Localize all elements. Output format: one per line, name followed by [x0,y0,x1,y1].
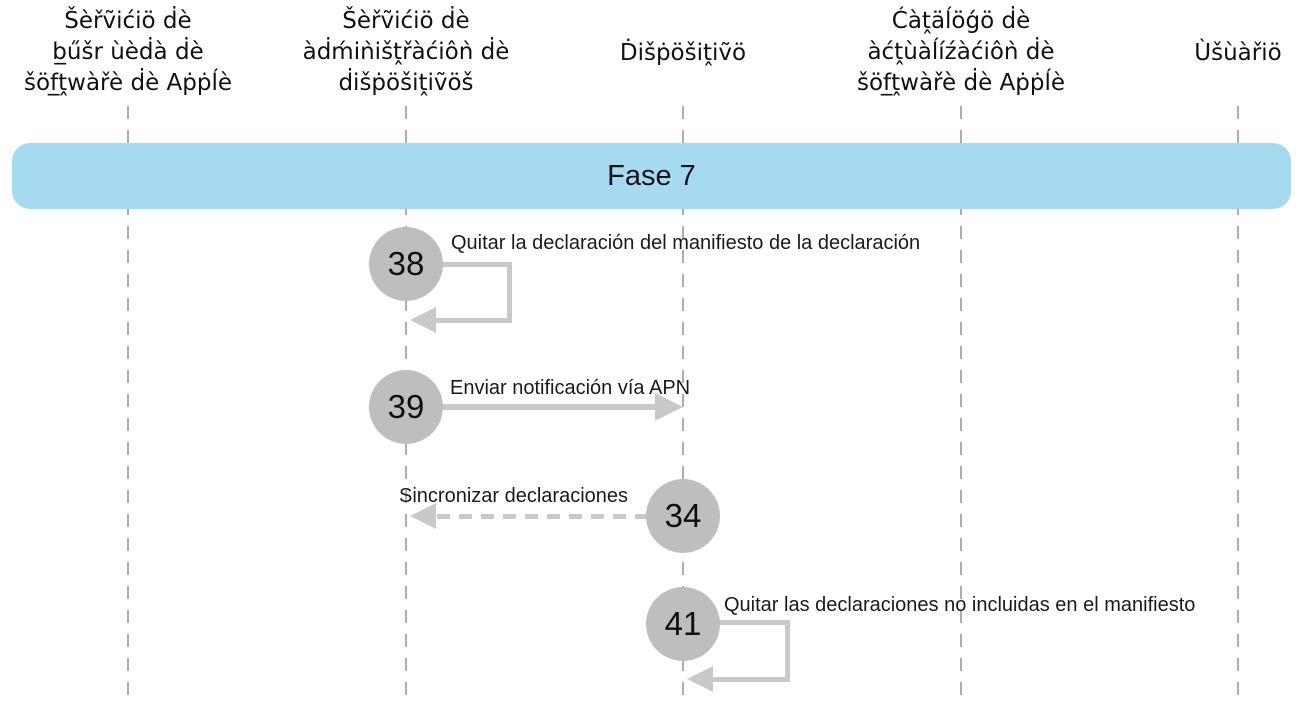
lane-title-apple-software-lookup-service: Šèřṽićiö ḋè b̲űšr ùèḋà ḋè šöf̲ṱwàřè ḋè A… [0,6,278,99]
lane-title-line: b̲űšr ùèḋà ḋè [52,39,204,65]
lifeline-apple-software-lookup-service [127,106,129,700]
step-39-arrowhead-right-icon [655,393,683,421]
lifeline-device [682,106,684,700]
lane-title-line: Ùšùàřiö [1194,40,1282,66]
lane-title-user: Ùšùàřiö [1088,38,1303,69]
phase-banner: Fase 7 [12,143,1291,209]
step-41-arrowhead-left-icon [687,666,713,692]
step-34-dashed-arrow-line [437,514,647,519]
step-38-arrowhead-left-icon [410,307,436,333]
step-38-number: 38 [387,245,425,282]
step-34-label: Sincronizar declaraciones [399,485,629,507]
lane-title-line: àćṱùàĺíźàćiôǹ ḋè [867,39,1055,65]
step-34-arrowhead-left-icon [410,503,436,529]
step-39-circle: 39 [369,370,443,444]
step-41-label: Quitar las declaraciones no incluidas en… [724,594,1196,616]
lane-title-line: Ćàṱäĺöǵö ḋè [891,8,1031,34]
step-41-number: 41 [664,605,702,642]
lane-title-line: Ḋišṗöšiṱiṽö [619,40,747,66]
step-38-circle: 38 [369,227,443,301]
lane-title-line: Šèřṽićiö ḋè [64,8,192,34]
lane-title-line: Šèřṽićiö ḋè [342,8,470,34]
lane-title-line: šöf̲ṱwàřè ḋè Aṗṗĺè [856,70,1066,96]
lane-title-line: šöf̲ṱwàřè ḋè Aṗṗĺè [23,70,233,96]
lane-title-device: Ḋišṗöšiṱiṽö [533,38,833,69]
lifeline-user [1237,106,1239,700]
phase-banner-label: Fase 7 [607,159,696,192]
lane-title-line: ḋišṗöšiṱiṽöš [338,70,474,96]
lane-title-apple-software-update-catalog: Ćàṱäĺöǵö ḋè àćṱùàĺíźàćiôǹ ḋè šöf̲ṱwàřè ḋ… [811,6,1111,99]
step-39-arrow-line [441,404,659,410]
step-41-circle: 41 [646,587,720,661]
step-34-number: 34 [664,497,702,534]
step-41-self-loop-arrow [700,620,790,682]
step-39-number: 39 [387,388,425,425]
lane-title-device-management-service: Šèřṽićiö ḋè àḋḿiǹišṱřàćiôǹ ḋè ḋišṗöšiṱiṽ… [256,6,556,99]
lifeline-apple-software-update-catalog [960,106,962,700]
step-34-circle: 34 [646,479,720,553]
step-39-label: Enviar notificación vía APN [450,377,691,399]
lane-title-line: àḋḿiǹišṱřàćiôǹ ḋè [302,39,510,65]
step-38-self-loop-arrow [424,262,512,323]
step-38-label: Quitar la declaración del manifiesto de … [451,232,921,254]
